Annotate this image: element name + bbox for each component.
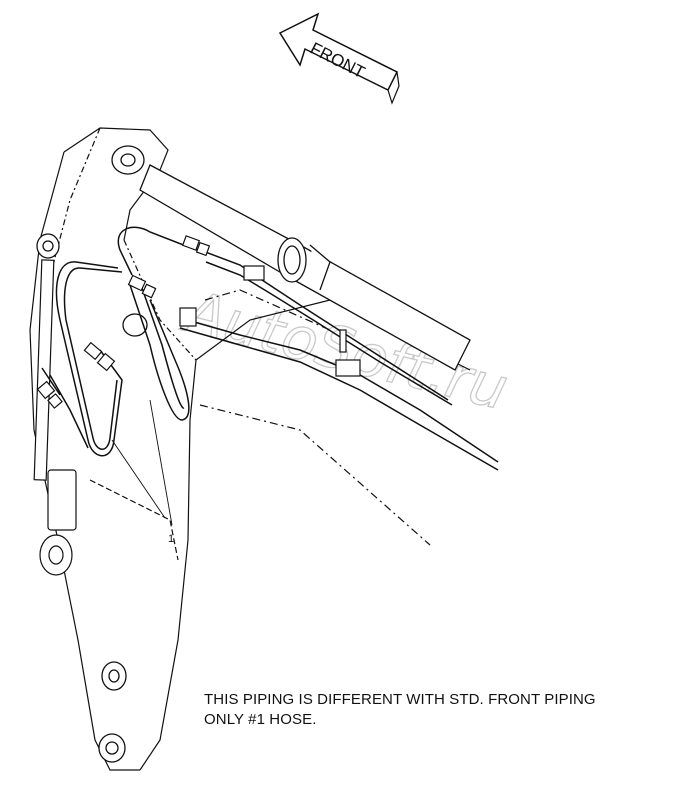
boom-cylinder <box>33 259 77 576</box>
front-direction-arrow-icon <box>278 12 399 92</box>
piping-note-line1: THIS PIPING IS DIFFERENT WITH STD. FRONT… <box>204 691 596 708</box>
piping-note: THIS PIPING IS DIFFERENT WITH STD. FRONT… <box>204 690 596 730</box>
boom-pins <box>36 145 148 763</box>
piping-note-line2: ONLY #1 HOSE. <box>204 711 317 728</box>
hose-loop-2 <box>117 226 201 276</box>
callout-1-label: 1 <box>168 533 174 545</box>
hose-assembly <box>41 226 499 471</box>
callout-1: 1 <box>111 399 174 545</box>
hose-fittings <box>36 235 361 409</box>
hose-loop-1 <box>55 261 123 457</box>
front-direction-arrow: FRONT <box>278 12 400 105</box>
arm-cylinder <box>139 164 471 371</box>
